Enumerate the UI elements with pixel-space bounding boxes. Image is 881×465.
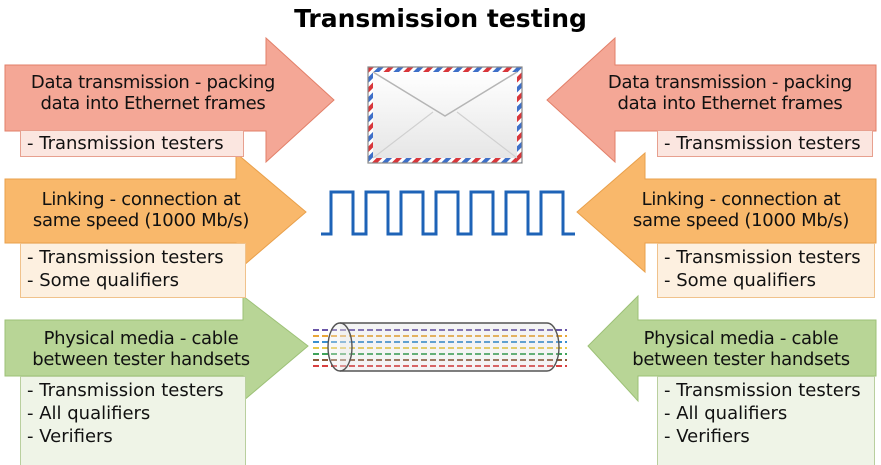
tester-item: - Verifiers [664, 426, 750, 447]
tester-item: - Transmission testers [27, 247, 224, 268]
arrow-label-line: Physical media - cable [643, 328, 839, 349]
linking-testers-box-right: - Transmission testers - Some qualifiers [657, 243, 875, 298]
data-testers-box-right: - Transmission testers [657, 130, 873, 157]
tester-item: - Transmission testers [664, 133, 861, 154]
physical-arrow-label-left: Physical media - cable between tester ha… [8, 328, 274, 370]
arrow-label-line: Linking - connection at [641, 189, 841, 210]
diagram-title: Transmission testing [294, 4, 587, 33]
tester-item: - Some qualifiers [664, 270, 817, 291]
arrow-label-line: Linking - connection at [41, 189, 241, 210]
square-wave-icon [321, 190, 575, 236]
physical-arrow-label-right: Physical media - cable between tester ha… [606, 328, 876, 370]
tester-item: - All qualifiers [27, 403, 151, 424]
tester-item: - Verifiers [27, 426, 113, 447]
linking-testers-box-left: - Transmission testers - Some qualifiers [20, 243, 246, 298]
tester-item: - Transmission testers [664, 247, 861, 268]
tester-item: - All qualifiers [664, 403, 788, 424]
arrow-label-line: between tester handsets [32, 349, 250, 370]
data-arrow-label-left: Data transmission - packing data into Et… [10, 72, 296, 114]
tester-item: - Transmission testers [27, 133, 224, 154]
arrow-label-line: Data transmission - packing [30, 72, 276, 93]
cable-icon [313, 322, 567, 372]
linking-arrow-label-right: Linking - connection at same speed (1000… [606, 189, 876, 231]
arrow-label-line: same speed (1000 Mb/s) [32, 210, 250, 231]
tester-item: - Transmission testers [664, 380, 861, 401]
data-testers-box-left: - Transmission testers [20, 130, 244, 157]
arrow-label-line: Physical media - cable [43, 328, 239, 349]
data-arrow-label-right: Data transmission - packing data into Et… [586, 72, 874, 114]
arrow-label-line: data into Ethernet frames [617, 93, 843, 114]
arrow-label-line: data into Ethernet frames [40, 93, 266, 114]
physical-testers-box-left: - Transmission testers - All qualifiers … [20, 376, 246, 465]
arrow-label-line: between tester handsets [632, 349, 850, 370]
arrow-label-line: Data transmission - packing [607, 72, 853, 93]
physical-testers-box-right: - Transmission testers - All qualifiers … [657, 376, 875, 465]
tester-item: - Some qualifiers [27, 270, 180, 291]
arrow-label-line: same speed (1000 Mb/s) [632, 210, 850, 231]
tester-item: - Transmission testers [27, 380, 224, 401]
linking-arrow-label-left: Linking - connection at same speed (1000… [8, 189, 274, 231]
envelope-icon [367, 66, 523, 164]
